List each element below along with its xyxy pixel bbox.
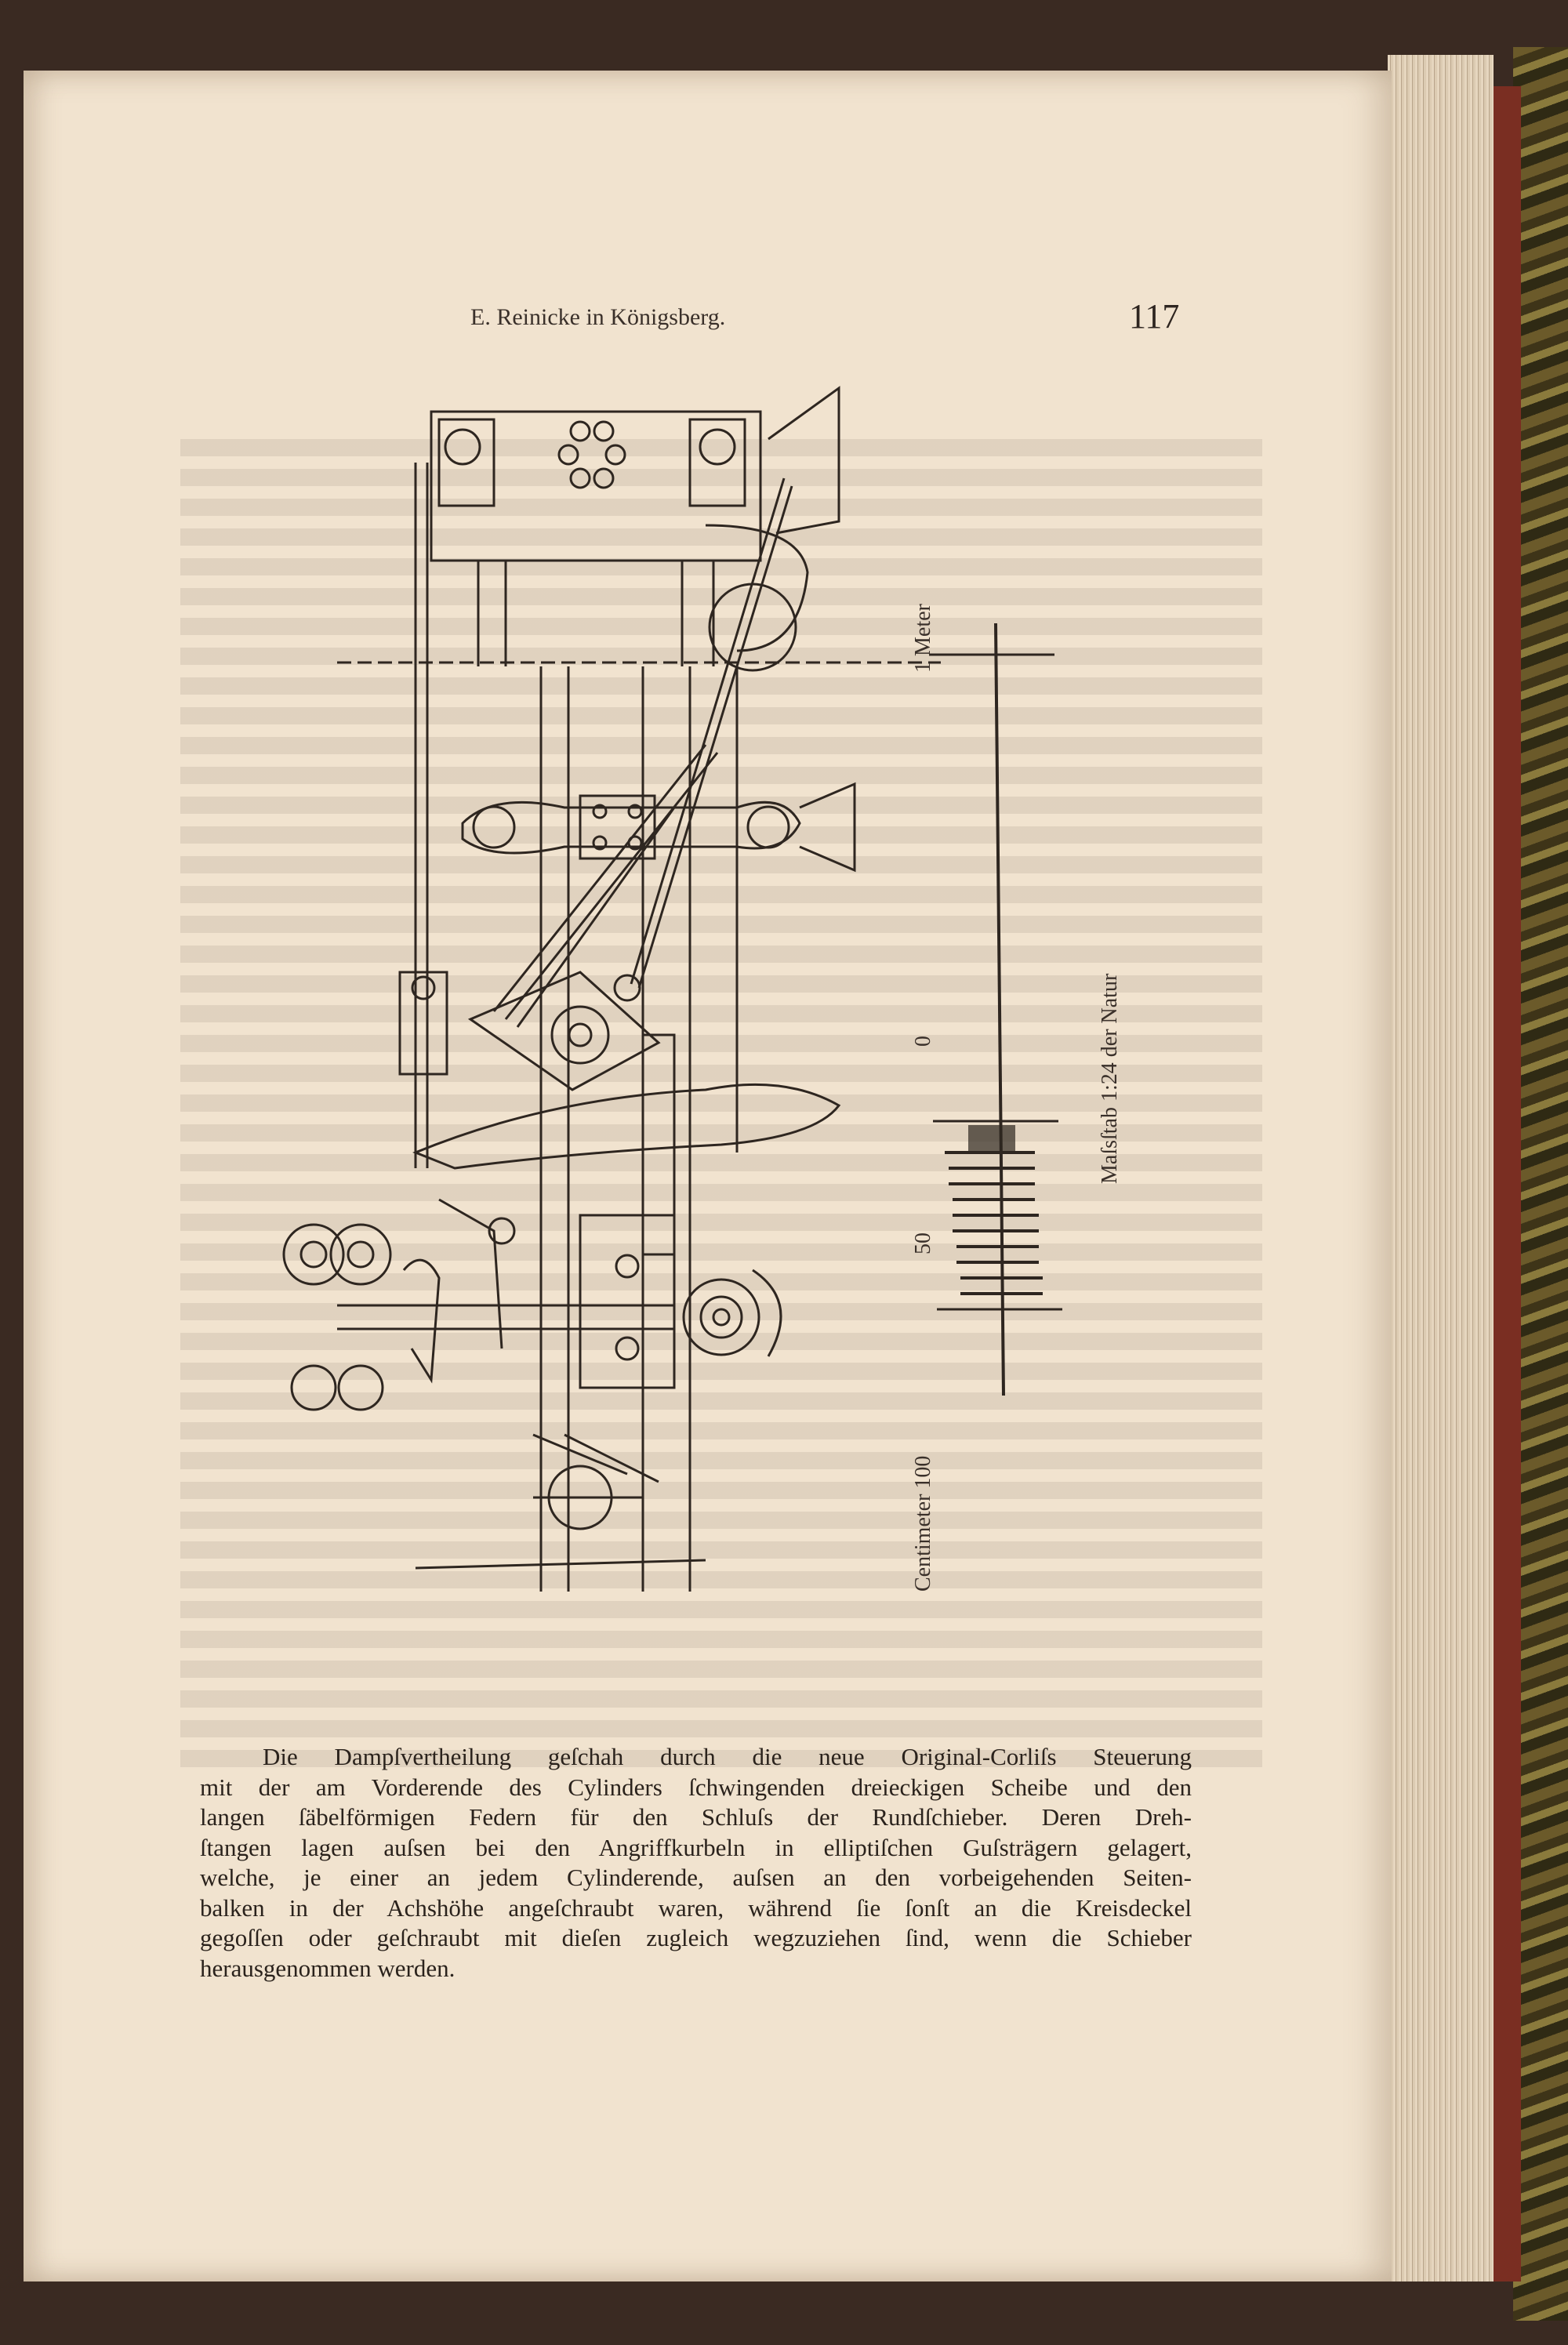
cylinder-block [430,410,762,562]
page-edges [1388,55,1494,2281]
book-page [24,71,1392,2281]
governor [337,1304,674,1330]
text-line: balken in der Achshöhe angeſchraubt ware… [200,1893,1192,1922]
book-spine-edge [1490,86,1521,2281]
scale-label-zero: 0 [911,1036,935,1047]
scale-label-centimeter-100: Centimeter 100 [911,1455,935,1592]
scale-label-fifty: 50 [911,1232,935,1254]
book-cover-marbled [1513,47,1568,2321]
text-line: mit der am Vorderende des Cylinders ſchw… [200,1773,1192,1801]
text-line: herausgenommen werden. [200,1954,456,1982]
corliss-valve-gear-drawing [282,386,1062,1592]
text-line: ſtangen lagen auſsen bei den Angriffkurb… [200,1833,1192,1861]
show-through-text [180,439,1262,1772]
page-number: 117 [1129,297,1180,336]
text-line: welche, je einer an jedem Cylinderende, … [200,1864,1192,1891]
body-paragraph: Die Dampſvertheilung geſchah durch die n… [200,1742,1192,1984]
text-line: gegoſſen oder geſchraubt mit dieſen zugl… [200,1924,1192,1951]
scale-bar [929,623,1062,1396]
scale-title: Maſsſtab 1:24 der Natur [1098,973,1122,1184]
running-head: E. Reinicke in Königsberg. [470,304,726,330]
text-line: langen ſäbelförmigen Federn für den Schl… [200,1803,1192,1831]
scale-label-1-meter: 1 Meter [911,604,935,673]
text-line: Die Dampſvertheilung geſchah durch die n… [263,1743,1192,1770]
